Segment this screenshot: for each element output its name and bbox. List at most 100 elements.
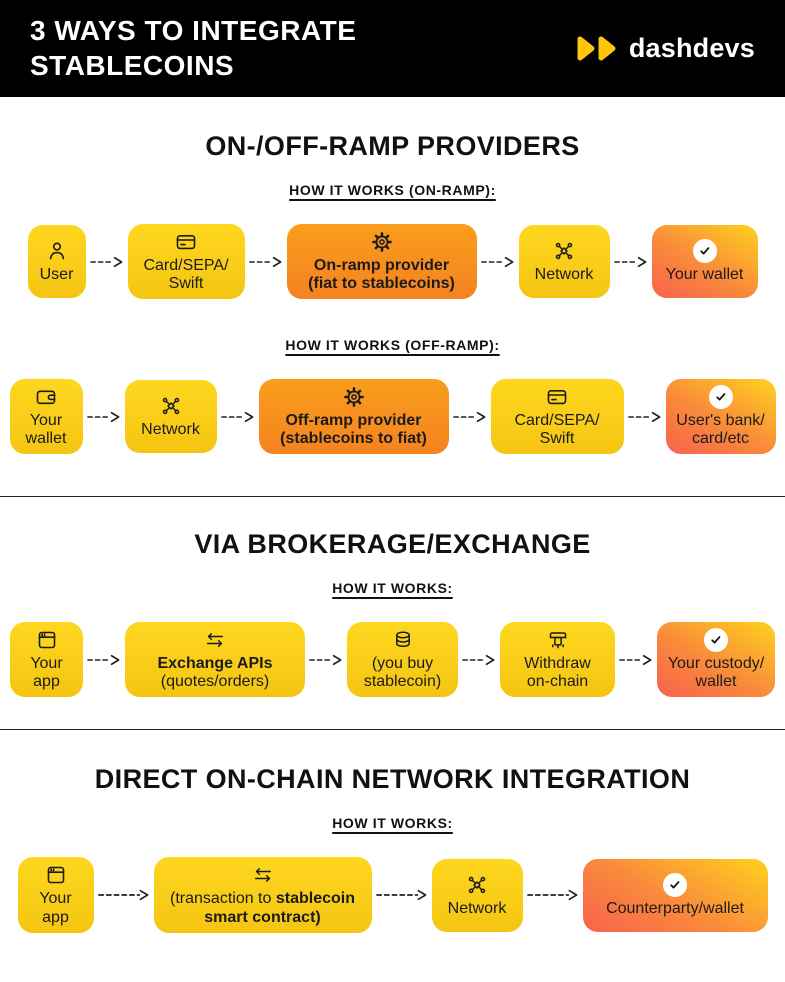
box-label: (quotes/orders) — [160, 673, 270, 691]
page-title: 3 WAYS TO INTEGRATE STABLECOINS — [30, 14, 356, 82]
flow-subtitle-direct: HOW IT WORKS: — [332, 815, 453, 832]
box-label: on-chain — [526, 673, 589, 691]
box-label: wallet — [695, 673, 737, 691]
exchange-arrows-icon — [201, 628, 229, 652]
flow-subtitle-offramp: HOW IT WORKS (OFF-RAMP): — [285, 337, 500, 354]
box-label: Your — [30, 655, 63, 673]
dashed-arrow-icon — [248, 255, 283, 269]
dashed-arrow-icon — [309, 653, 343, 667]
check-icon — [692, 239, 717, 264]
box-label: (stablecoins to fiat) — [280, 430, 427, 448]
box-label: Withdraw — [524, 655, 591, 673]
page-title-line2: STABLECOINS — [30, 49, 235, 81]
flow-box-network: Network — [124, 380, 217, 454]
box-label: wallet — [25, 430, 67, 448]
flow-box-your-wallet: Your wallet — [9, 379, 83, 455]
dashed-arrow-icon — [526, 888, 579, 902]
network-icon — [465, 873, 489, 897]
box-label: Swift — [539, 430, 575, 448]
box-label: Card/SEPA/ — [143, 257, 229, 274]
section-brokerage: VIA BROKERAGE/EXCHANGE HOW IT WORKS: You… — [0, 529, 785, 731]
box-label: Your wallet — [665, 266, 744, 284]
dashed-arrow-icon — [89, 255, 124, 269]
check-icon — [704, 628, 728, 653]
coins-icon — [391, 628, 415, 652]
box-label: Swift — [168, 275, 204, 293]
box-label: (transaction to — [170, 890, 276, 908]
flow-row-brokerage: Your app Exchange APIs (quotes/orders) — [4, 622, 781, 698]
box-label: Off-ramp provider — [285, 412, 422, 430]
flow-box-buy-stablecoin: (you buy stablecoin) — [347, 622, 458, 698]
box-label: User — [39, 266, 74, 284]
box-label: Network — [447, 899, 507, 917]
network-icon — [159, 394, 183, 418]
box-label: app — [42, 908, 69, 926]
flow-box-user: User — [27, 225, 86, 299]
gear-icon — [342, 385, 366, 409]
brand-name: dashdevs — [628, 33, 755, 63]
box-label: Exchange APIs — [157, 655, 273, 673]
header-bar: 3 WAYS TO INTEGRATE STABLECOINS dashdevs — [0, 0, 785, 97]
flow-subtitle-onramp: HOW IT WORKS (ON-RAMP): — [289, 182, 496, 198]
box-label: (fiat to stablecoins) — [308, 275, 455, 293]
dashed-arrow-icon — [375, 888, 428, 902]
flow-box-withdraw-onchain: Withdraw on-chain — [500, 622, 615, 698]
dashed-arrow-icon — [97, 888, 150, 902]
brand-logo: dashdevs — [576, 33, 755, 64]
flow-box-your-wallet: Your wallet — [651, 225, 758, 299]
box-label: Network — [534, 266, 594, 284]
dashed-arrow-icon — [627, 410, 662, 424]
flow-box-counterparty-wallet: Counterparty/wallet — [582, 858, 768, 932]
dashed-arrow-icon — [87, 653, 121, 667]
section-title: VIA BROKERAGE/EXCHANGE — [194, 529, 591, 560]
box-label: stablecoin — [275, 890, 355, 908]
withdraw-icon — [546, 628, 570, 652]
card-icon — [174, 230, 198, 254]
box-label: User's bank/ — [676, 412, 765, 430]
flow-box-card-sepa-swift: Card/SEPA/ Swift — [127, 224, 245, 300]
flow-row-offramp: Your wallet Network — [4, 379, 781, 455]
flow-row-onramp: User Card/SEPA/ Swift — [4, 224, 781, 300]
box-label: Network — [141, 421, 200, 439]
flow-box-users-bank: User's bank/ card/etc — [665, 379, 776, 455]
double-play-icon — [576, 35, 620, 62]
box-label: Your — [29, 412, 63, 430]
box-label: stablecoin) — [363, 673, 442, 691]
box-label: On-ramp provider — [313, 257, 450, 274]
flow-box-exchange-apis: Exchange APIs (quotes/orders) — [125, 622, 305, 698]
wallet-icon — [34, 385, 58, 409]
section-divider — [0, 496, 785, 498]
box-label: (you buy — [371, 655, 434, 673]
flow-box-transaction-smart-contract: (transaction to stablecoin smart contrac… — [153, 857, 372, 933]
check-icon — [708, 385, 733, 410]
flow-box-your-app: Your app — [10, 622, 83, 698]
box-label: card/etc — [692, 430, 749, 448]
dashed-arrow-icon — [452, 410, 487, 424]
flow-box-card-sepa-swift: Card/SEPA/ Swift — [490, 379, 624, 455]
box-label: smart contract) — [204, 908, 321, 926]
gear-icon — [370, 230, 394, 254]
dashed-arrow-icon — [220, 410, 255, 424]
section-title: ON-/OFF-RAMP PROVIDERS — [205, 131, 580, 161]
box-label: Your custody/ — [667, 655, 765, 673]
flow-box-your-app: Your app — [17, 857, 94, 933]
flow-subtitle-brokerage: HOW IT WORKS: — [332, 580, 453, 597]
section-divider — [0, 729, 785, 731]
box-label: Counterparty/wallet — [606, 899, 744, 917]
app-icon — [35, 628, 59, 652]
app-icon — [44, 863, 68, 887]
box-label: Your — [39, 890, 72, 908]
box-label: Card/SEPA/ — [514, 412, 600, 430]
dashed-arrow-icon — [619, 653, 653, 667]
dashed-arrow-icon — [462, 653, 496, 667]
user-icon — [45, 239, 69, 263]
network-icon — [552, 239, 576, 263]
flow-box-offramp-provider: Off-ramp provider (stablecoins to fiat) — [258, 379, 449, 455]
check-icon — [663, 872, 687, 897]
flow-box-network: Network — [518, 225, 610, 299]
card-icon — [545, 385, 569, 409]
dashed-arrow-icon — [613, 255, 648, 269]
flow-box-network: Network — [431, 858, 523, 932]
section-title: DIRECT ON-CHAIN NETWORK INTEGRATION — [94, 764, 691, 795]
section-direct-onchain: DIRECT ON-CHAIN NETWORK INTEGRATION HOW … — [0, 764, 785, 967]
